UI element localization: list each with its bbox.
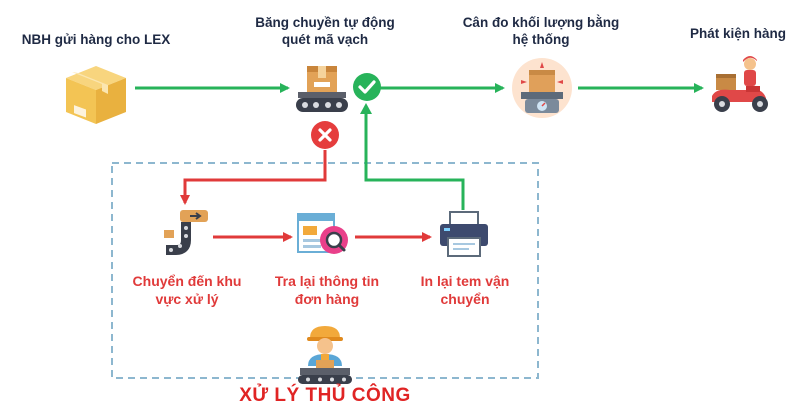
- conveyor-label-line1: Băng chuyền tự động: [255, 15, 395, 30]
- move-label-line1: Chuyển đến khu: [132, 273, 242, 289]
- success-check-icon: [353, 73, 381, 101]
- arrow-fail-to-move: [180, 150, 327, 205]
- move-label-line2: vực xử lý: [155, 291, 219, 307]
- package-box-icon: [66, 66, 126, 124]
- search-document-icon: [297, 213, 348, 254]
- worker-icon: [298, 326, 352, 384]
- weigh-label: Cân đo khối lượng bằng hệ thống: [448, 14, 634, 48]
- print-label-line2: chuyển: [440, 291, 490, 307]
- weigh-label-line1: Cân đo khối lượng bằng: [462, 15, 620, 30]
- weigh-label-line2: hệ thống: [512, 32, 570, 47]
- weighing-scale-icon: [512, 58, 572, 118]
- conveyor-label: Băng chuyền tự động quét mã vạch: [240, 14, 410, 48]
- sender-label: NBH gửi hàng cho LEX: [21, 32, 171, 47]
- printer-icon: [440, 211, 488, 257]
- delivery-scooter-icon: [712, 56, 768, 112]
- print-label: In lại tem vận chuyển: [390, 272, 540, 308]
- move-label: Chuyển đến khu vực xử lý: [112, 272, 262, 308]
- conveyor-label-line2: quét mã vạch: [281, 32, 369, 47]
- manual-title: XỬ LÝ THỦ CÔNG: [239, 385, 411, 406]
- check-label: Tra lại thông tin đơn hàng: [252, 272, 402, 308]
- arrow-print-to-scan: [364, 110, 465, 210]
- check-label-line1: Tra lại thông tin: [274, 273, 380, 289]
- route-conveyor-icon: [164, 210, 208, 255]
- fail-x-icon: [311, 121, 339, 149]
- conveyor-scanner-icon: [296, 66, 348, 112]
- print-label-line1: In lại tem vận: [420, 273, 510, 289]
- deliver-label: Phát kiện hàng: [689, 26, 787, 41]
- check-label-line2: đơn hàng: [294, 291, 360, 307]
